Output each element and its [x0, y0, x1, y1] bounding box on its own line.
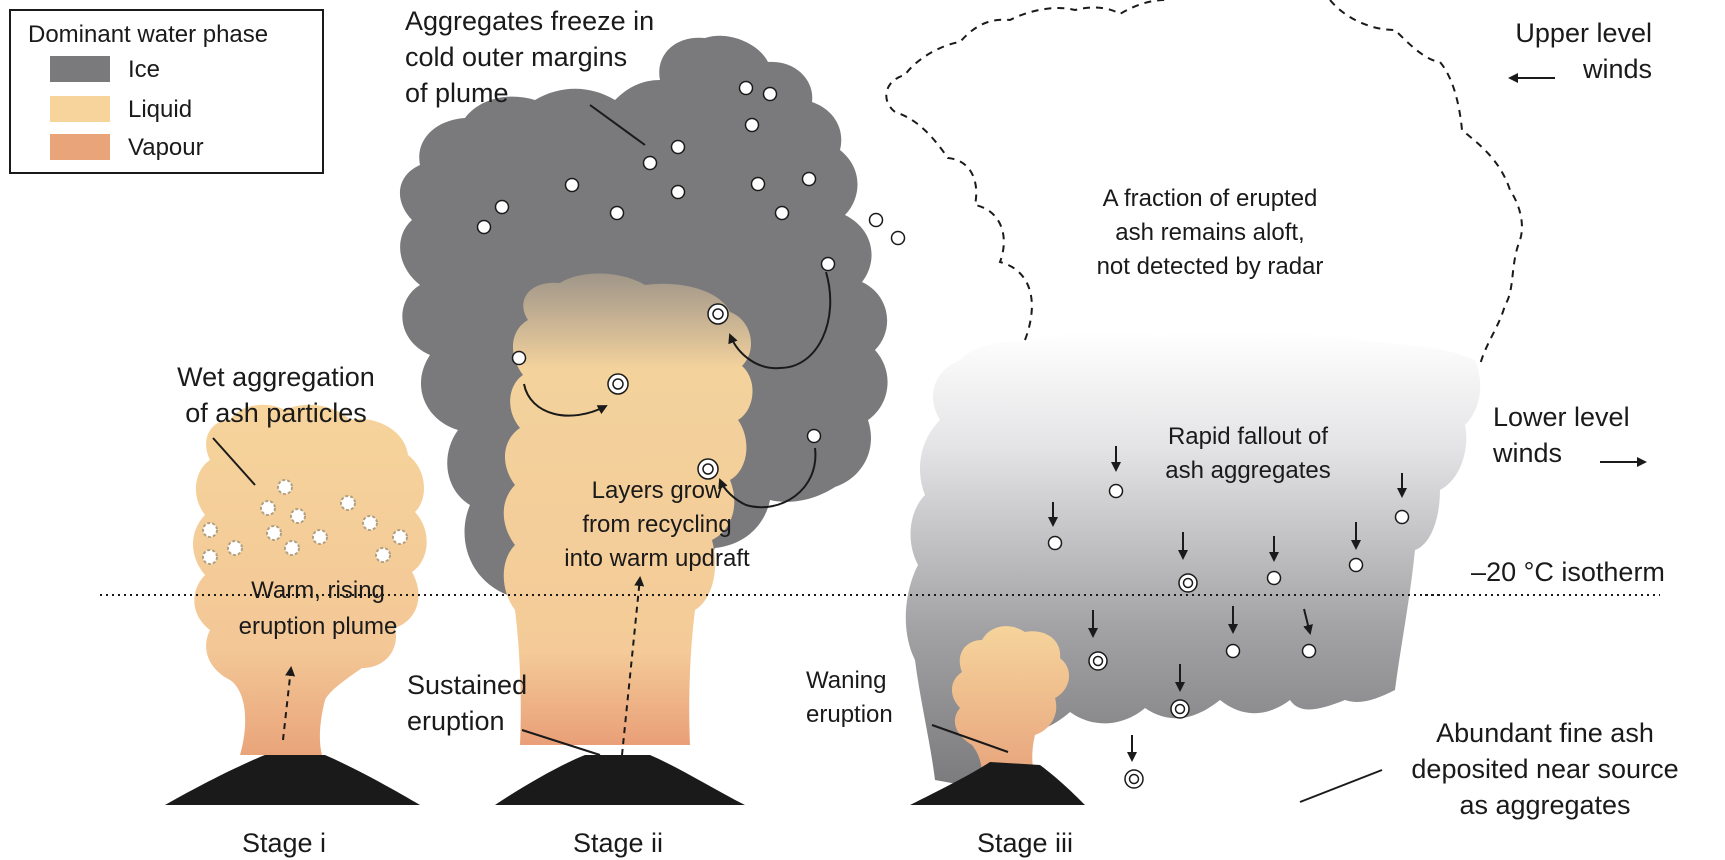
text-line: of ash particles [185, 398, 367, 428]
ice-particle [496, 201, 509, 214]
annotation-abundant: Abundant fine ash deposited near source … [1411, 718, 1678, 820]
text-line: Sustained [407, 670, 527, 700]
text-line: winds [1492, 438, 1562, 468]
ice-particle [566, 179, 579, 192]
text-line: Waning [806, 667, 886, 694]
ice-particle [746, 119, 759, 132]
wet-particle [203, 550, 217, 564]
volcano-stage-ii [495, 755, 745, 805]
stage-label-i: Stage i [242, 828, 326, 858]
legend: Dominant water phase Ice Liquid Vapour [10, 10, 323, 173]
annotation-layers-grow: Layers grow from recycling into warm upd… [564, 477, 750, 572]
ice-particle [740, 82, 753, 95]
text-line: winds [1582, 54, 1652, 84]
volcano-stage-i [165, 755, 420, 805]
legend-label-vapour: Vapour [128, 134, 204, 161]
text-line: eruption [806, 701, 893, 728]
legend-label-liquid: Liquid [128, 96, 192, 123]
ice-particle [892, 232, 905, 245]
ice-particle [870, 214, 883, 227]
text-line: Lower level [1493, 402, 1630, 432]
text-line: from recycling [582, 511, 731, 538]
ice-particle [644, 157, 657, 170]
text-line: eruption plume [239, 613, 398, 640]
ice-particle [764, 88, 777, 101]
wet-particle [341, 496, 355, 510]
fallout-particle [1049, 537, 1062, 550]
text-line: into warm updraft [564, 545, 750, 572]
leader-abundant [1300, 770, 1382, 802]
wet-particle [291, 509, 305, 523]
wet-particle [228, 541, 242, 555]
text-line: ash remains aloft, [1115, 219, 1304, 246]
legend-swatch-ice [50, 56, 110, 82]
annotation-lower-winds: Lower level winds [1492, 402, 1630, 468]
fallout-particle [1303, 645, 1316, 658]
annotation-fraction-aloft: A fraction of erupted ash remains aloft,… [1097, 185, 1324, 280]
ice-particle [513, 352, 526, 365]
ice-particle [822, 258, 835, 271]
annotation-sustained: Sustained eruption [407, 670, 527, 736]
text-line: A fraction of erupted [1103, 185, 1318, 212]
wet-particle [203, 523, 217, 537]
text-line: Upper level [1515, 18, 1652, 48]
ice-particle [803, 173, 816, 186]
legend-title: Dominant water phase [28, 21, 268, 48]
wet-particle [285, 541, 299, 555]
stage-iii-dashed-outline [886, 0, 1522, 365]
ice-particle [672, 186, 685, 199]
legend-swatch-vapour [50, 134, 110, 160]
fallout-particle [1227, 645, 1240, 658]
wet-particle [313, 530, 327, 544]
stage-label-iii: Stage iii [977, 828, 1073, 858]
text-line: Abundant fine ash [1436, 718, 1654, 748]
ice-particle [672, 141, 685, 154]
ice-particle [611, 207, 624, 220]
wet-particle [393, 530, 407, 544]
text-line: Rapid fallout of [1168, 423, 1328, 450]
text-line: deposited near source [1411, 754, 1678, 784]
fallout-particle [1268, 572, 1281, 585]
text-line: Aggregates freeze in [405, 6, 654, 36]
legend-label-ice: Ice [128, 56, 160, 83]
text-line: not detected by radar [1097, 253, 1324, 280]
wet-particle [376, 548, 390, 562]
wet-particle [363, 516, 377, 530]
text-line: ash aggregates [1165, 457, 1330, 484]
text-line: eruption [407, 706, 505, 736]
text-line: Wet aggregation [177, 362, 375, 392]
annotation-upper-winds: Upper level winds [1515, 18, 1652, 84]
text-line: Layers grow [592, 477, 723, 504]
ice-particle [808, 430, 821, 443]
fallout-particle [1350, 559, 1363, 572]
annotation-wet-aggregation: Wet aggregation of ash particles [177, 362, 375, 428]
text-line: as aggregates [1459, 790, 1630, 820]
stage-label-ii: Stage ii [573, 828, 663, 858]
annotation-waning: Waning eruption [806, 667, 893, 728]
legend-swatch-liquid [50, 96, 110, 122]
text-line: cold outer margins [405, 42, 627, 72]
wet-particle [267, 526, 281, 540]
fallout-particle [1396, 511, 1409, 524]
text-line: of plume [405, 78, 509, 108]
stage-ii-plume-column [504, 273, 753, 745]
wet-particle [261, 501, 275, 515]
annotation-aggregates-freeze: Aggregates freeze in cold outer margins … [405, 6, 654, 108]
wet-particle [278, 480, 292, 494]
fallout-particle [1110, 485, 1123, 498]
ice-particle [478, 221, 491, 234]
isotherm-label: –20 °C isotherm [1471, 557, 1665, 587]
text-line: Warm, rising [251, 577, 385, 604]
ice-particle [776, 207, 789, 220]
ice-particle [752, 178, 765, 191]
